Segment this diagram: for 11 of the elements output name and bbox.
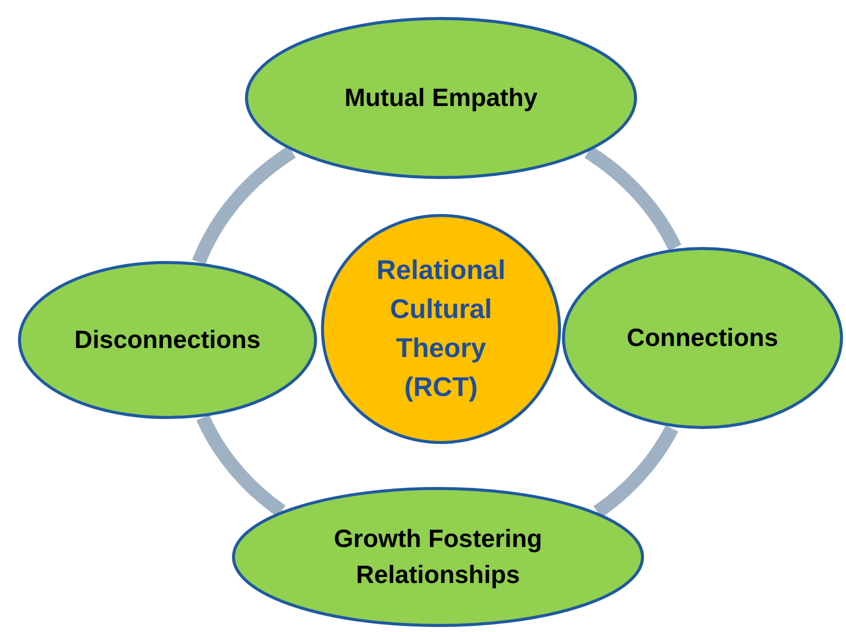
node-label: Mutual Empathy xyxy=(344,82,538,114)
ellipse-node xyxy=(245,17,637,179)
node-label: Connections xyxy=(626,322,778,354)
ring-connector xyxy=(592,423,678,518)
ellipse-node xyxy=(18,261,317,419)
node-label: Disconnections xyxy=(74,324,261,356)
ellipse-node xyxy=(232,487,644,627)
ellipse-node xyxy=(562,247,843,429)
node-label: Relational Cultural Theory (RCT) xyxy=(375,254,507,404)
center-circle xyxy=(321,214,561,444)
node-label: Growth Fostering Relationships xyxy=(332,524,544,591)
